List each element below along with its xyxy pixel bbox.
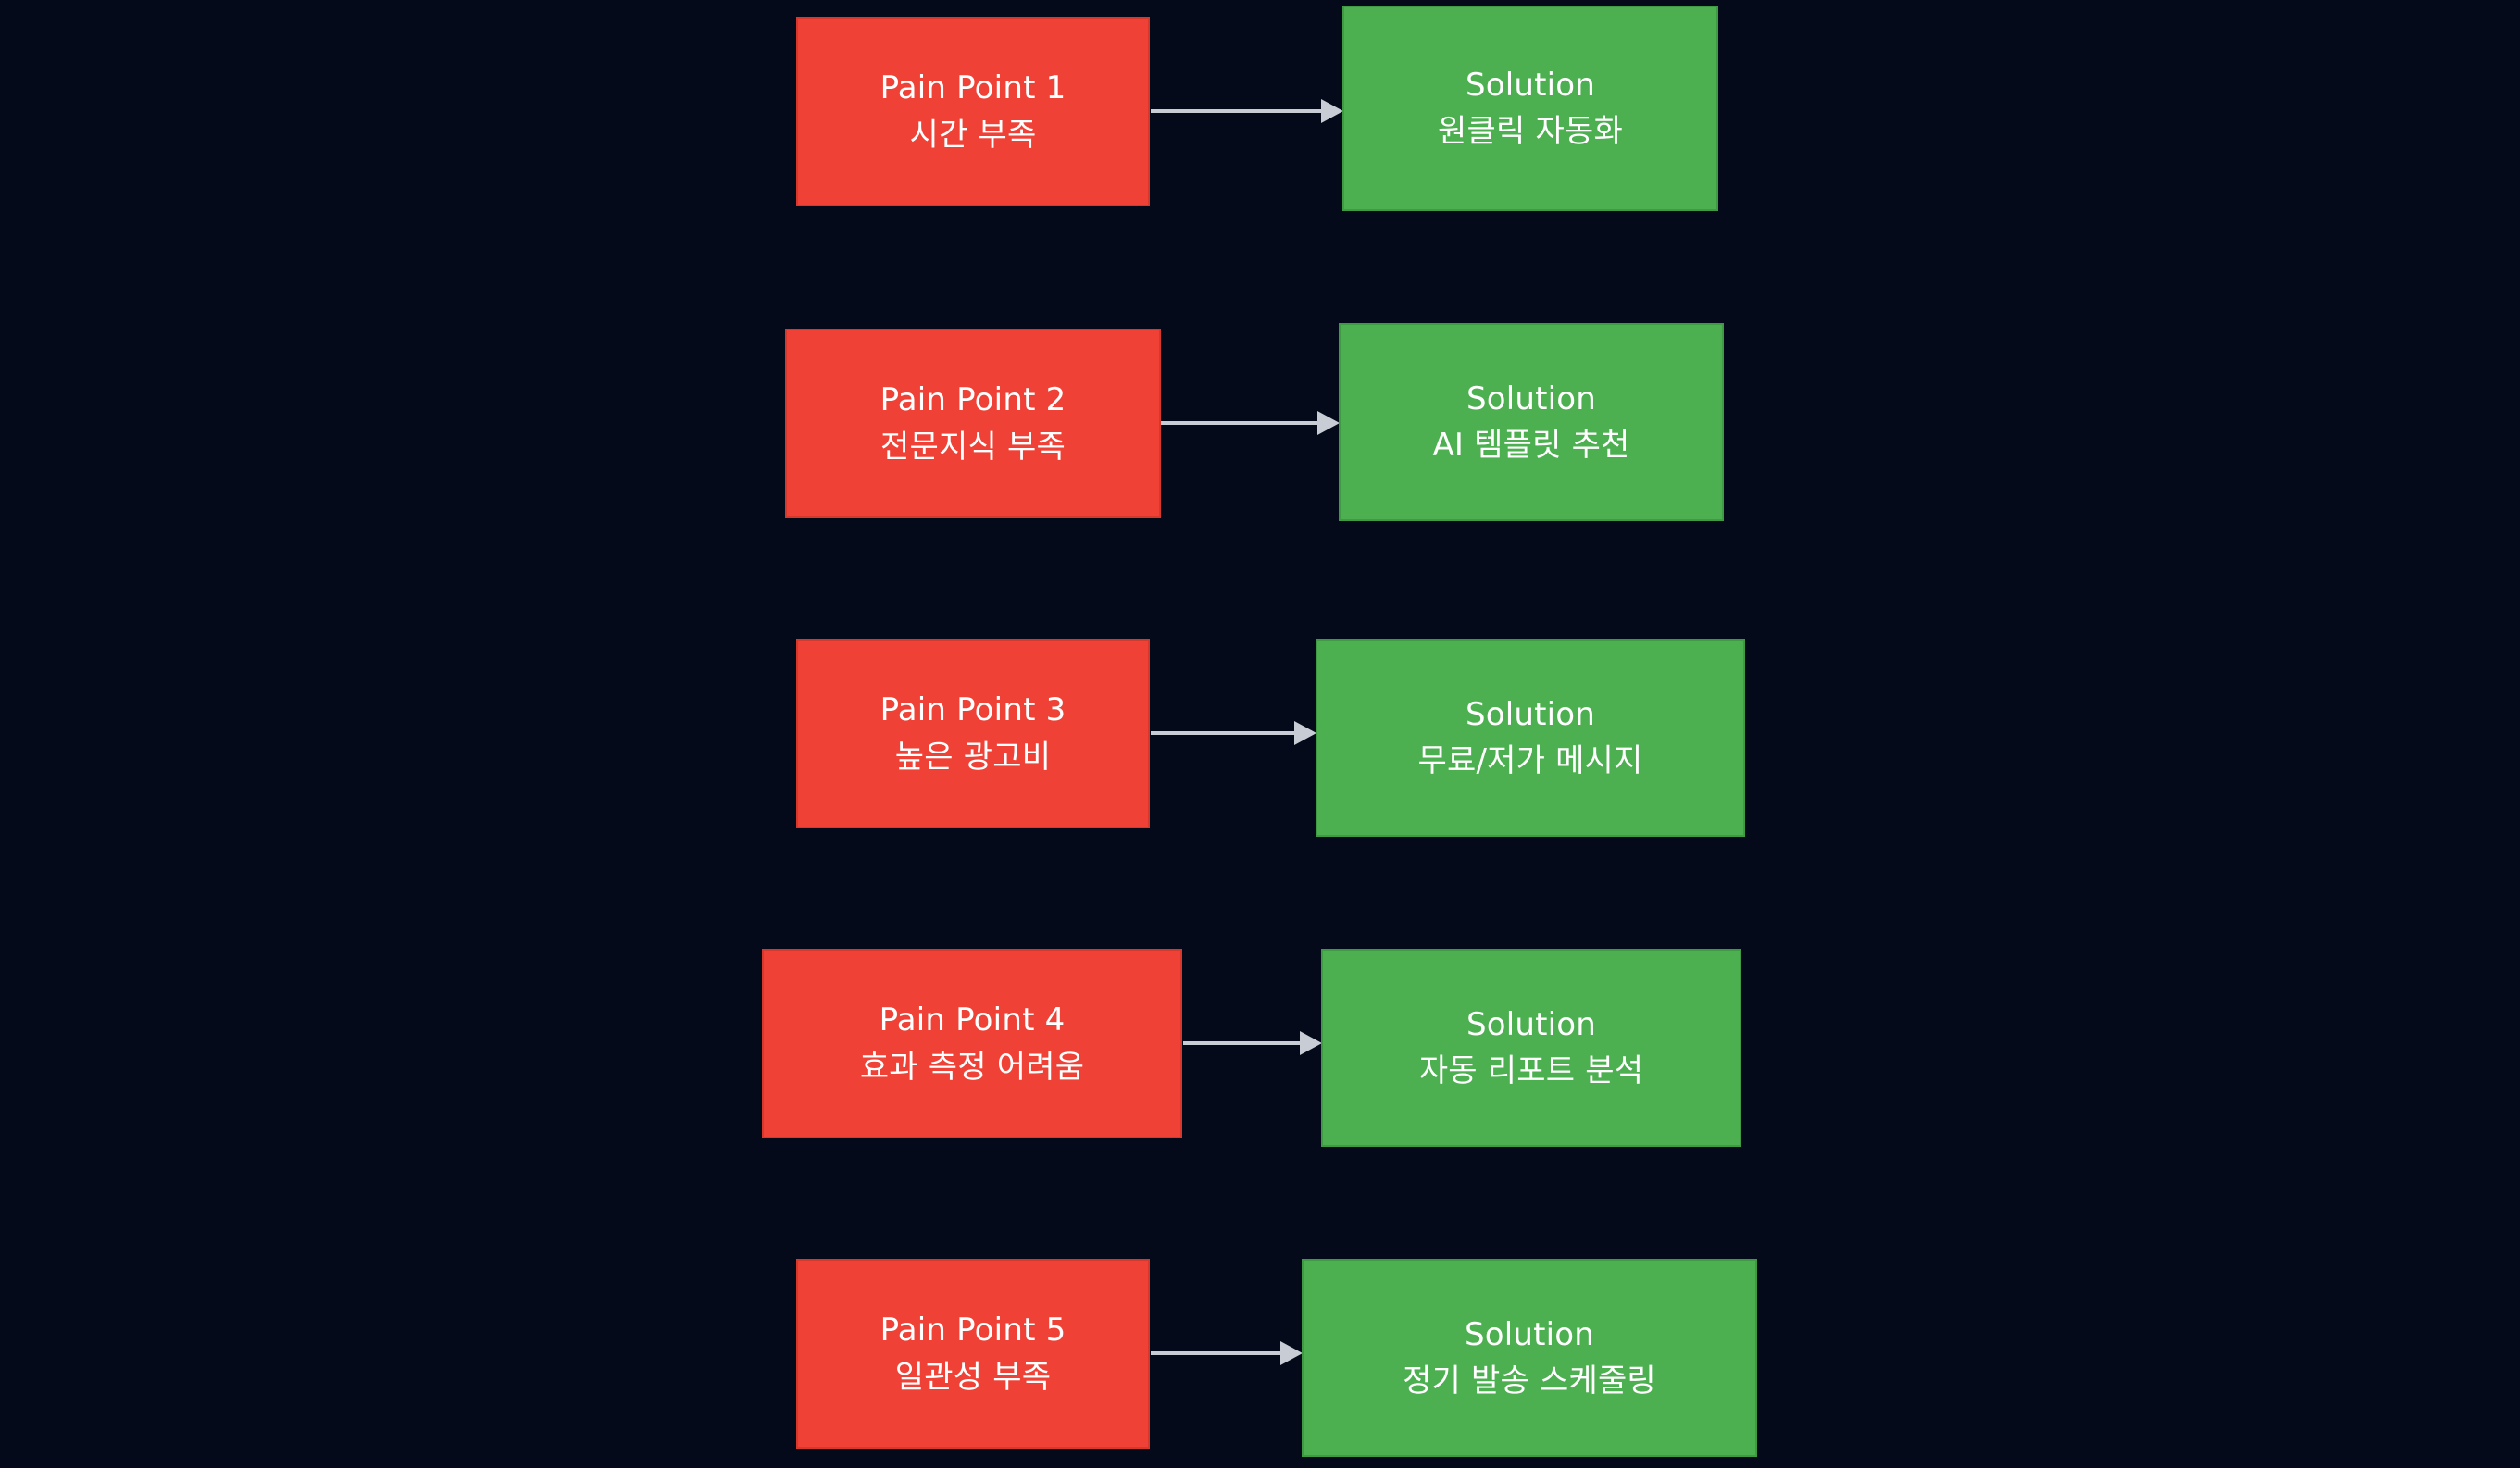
pain-point-title-2: Pain Point 2 [880, 381, 1067, 419]
solution-title-3: Solution [1465, 695, 1596, 733]
pain-point-node-5[interactable]: Pain Point 5 일관성 부족 [796, 1259, 1150, 1449]
solution-node-5[interactable]: Solution 정기 발송 스케줄링 [1302, 1259, 1757, 1457]
solution-title-1: Solution [1465, 66, 1596, 104]
pain-point-node-3[interactable]: Pain Point 3 높은 광고비 [796, 639, 1150, 828]
pain-point-node-1[interactable]: Pain Point 1 시간 부족 [796, 17, 1150, 206]
pain-point-detail-1: 시간 부족 [909, 116, 1037, 154]
arrow-icon-5 [1151, 1335, 1303, 1372]
arrow-icon-4 [1183, 1025, 1322, 1062]
pain-point-title-1: Pain Point 1 [880, 69, 1067, 107]
solution-title-4: Solution [1466, 1005, 1597, 1043]
pain-point-node-2[interactable]: Pain Point 2 전문지식 부족 [785, 329, 1161, 518]
arrow-icon-2 [1161, 404, 1340, 442]
solution-detail-4: 자동 리포트 분석 [1418, 1052, 1644, 1089]
solution-detail-1: 원클릭 자동화 [1438, 113, 1623, 150]
solution-detail-3: 무료/저가 메시지 [1417, 742, 1643, 779]
pain-point-detail-5: 일관성 부족 [894, 1358, 1052, 1396]
solution-node-1[interactable]: Solution 원클릭 자동화 [1342, 6, 1718, 211]
solution-node-2[interactable]: Solution AI 템플릿 추천 [1339, 323, 1724, 521]
pain-point-title-3: Pain Point 3 [880, 691, 1067, 729]
solution-title-5: Solution [1464, 1315, 1595, 1353]
pain-point-node-4[interactable]: Pain Point 4 효과 측정 어려움 [762, 949, 1182, 1138]
solution-node-3[interactable]: Solution 무료/저가 메시지 [1316, 639, 1745, 837]
solution-node-4[interactable]: Solution 자동 리포트 분석 [1321, 949, 1741, 1147]
pain-point-detail-2: 전문지식 부족 [880, 428, 1066, 466]
arrow-icon-1 [1151, 93, 1343, 130]
solution-title-2: Solution [1466, 379, 1597, 417]
solution-detail-5: 정기 발송 스케줄링 [1403, 1362, 1656, 1400]
pain-point-detail-4: 효과 측정 어려움 [859, 1048, 1085, 1086]
pain-point-title-5: Pain Point 5 [880, 1312, 1067, 1350]
arrow-icon-3 [1151, 715, 1316, 752]
pain-point-detail-3: 높은 광고비 [894, 738, 1052, 776]
pain-point-title-4: Pain Point 4 [879, 1001, 1066, 1039]
solution-detail-2: AI 템플릿 추천 [1432, 427, 1630, 464]
